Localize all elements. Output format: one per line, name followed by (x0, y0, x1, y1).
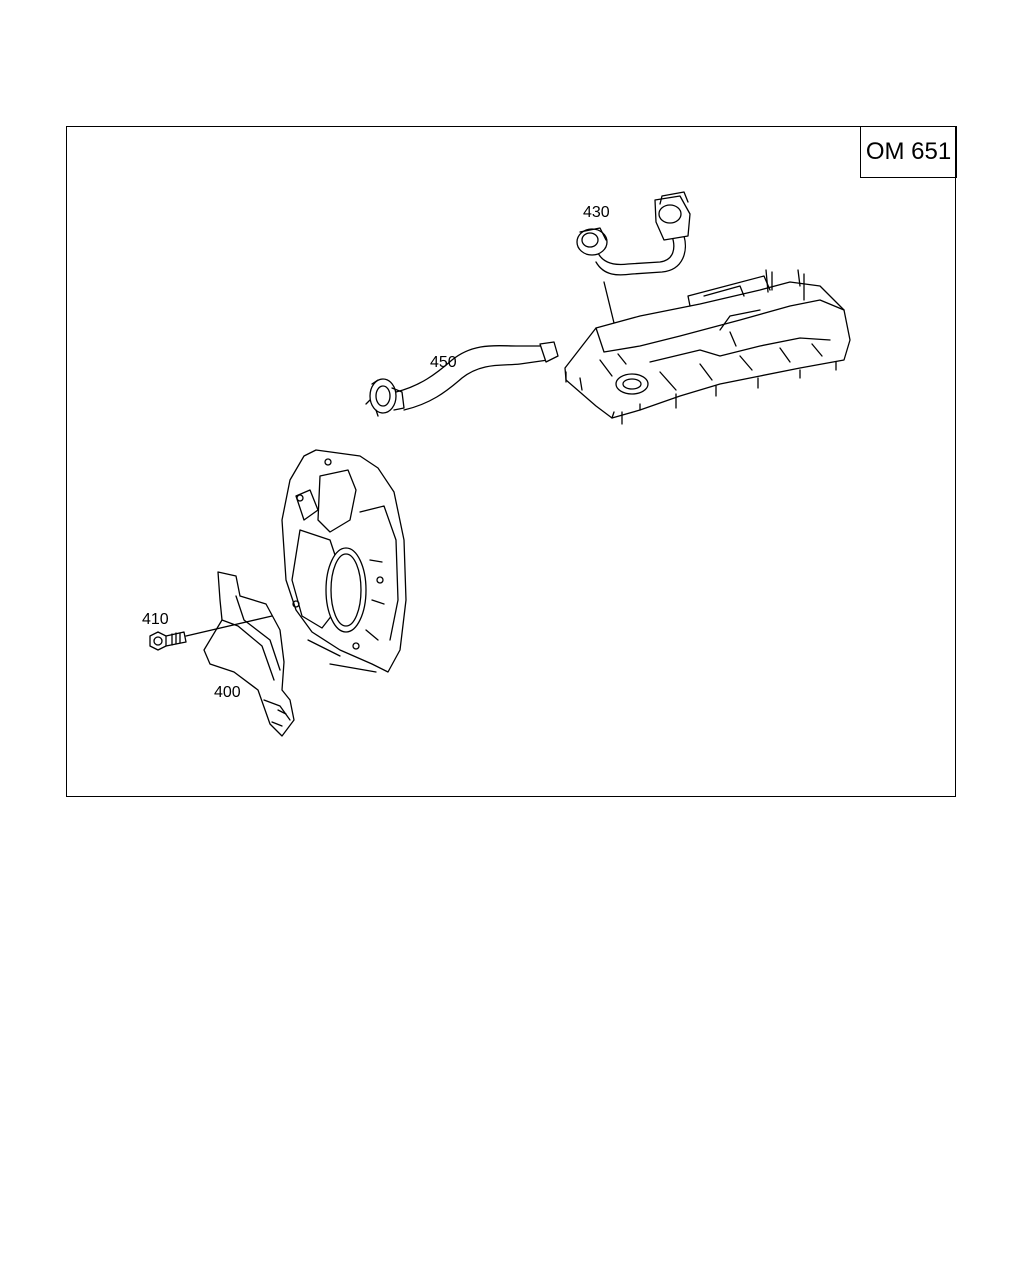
cylinder-head-cover (564, 269, 851, 425)
callout-410: 410 (142, 611, 169, 628)
part-450-hose (365, 341, 559, 417)
timing-case-cover (281, 449, 407, 673)
part-410-bolt (149, 615, 273, 651)
part-400-cover-plate (203, 571, 295, 737)
callout-400: 400 (214, 684, 241, 701)
callout-430: 430 (583, 204, 610, 221)
callout-450: 450 (430, 354, 457, 371)
part-430-breather-hose (576, 191, 691, 369)
model-label: OM 651 (860, 126, 957, 178)
diagram-frame (66, 126, 956, 797)
